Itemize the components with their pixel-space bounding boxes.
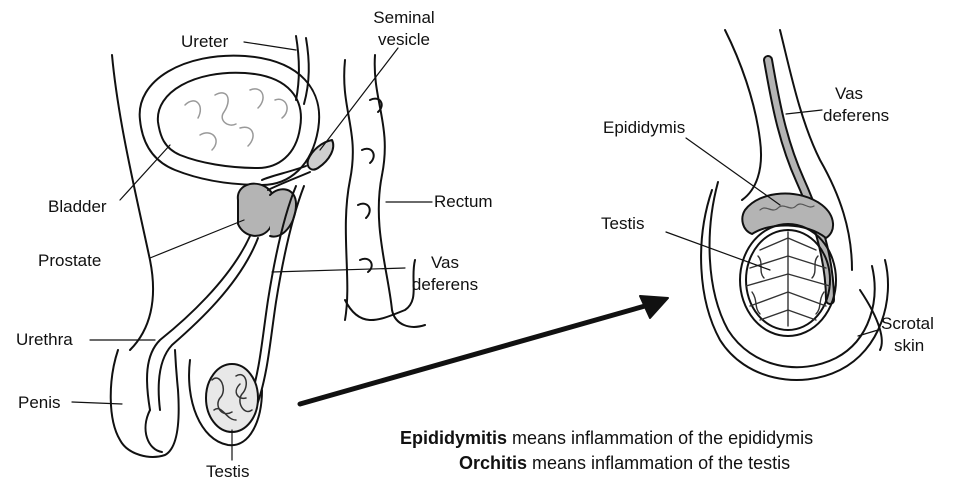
seminal-vesicle	[308, 140, 334, 170]
label-vas-deferens-right-line2: deferens	[823, 106, 889, 126]
body-outline	[112, 55, 153, 350]
label-vas-deferens-left-line2: deferens	[402, 275, 488, 295]
testis-left	[206, 364, 258, 432]
leader-seminal-vesicle	[320, 48, 398, 150]
leader-epididymis	[686, 138, 780, 205]
prostate	[238, 184, 276, 236]
caption-line-epididymitis: Epididymitis means inflammation of the e…	[400, 427, 813, 449]
caption-definition-epididymitis: means inflammation of the epididymis	[507, 428, 813, 448]
leader-prostate	[150, 220, 244, 258]
label-urethra: Urethra	[16, 330, 73, 350]
label-ureter: Ureter	[181, 32, 228, 52]
leader-vas-deferens-right	[786, 110, 822, 114]
label-seminal-vesicle-line1: Seminal	[362, 8, 446, 28]
epididymis	[742, 194, 833, 238]
caption-term-epididymitis: Epididymitis	[400, 428, 507, 448]
label-testis-left: Testis	[206, 462, 249, 482]
label-vas-deferens-left-line1: Vas	[402, 253, 488, 273]
label-bladder: Bladder	[48, 197, 107, 217]
label-rectum: Rectum	[434, 192, 493, 212]
label-prostate: Prostate	[38, 251, 101, 271]
label-scrotal-skin-line2: skin	[894, 336, 924, 356]
left-ureter	[296, 36, 299, 100]
caption-definition-orchitis: means inflammation of the testis	[527, 453, 790, 473]
caption-line-orchitis: Orchitis means inflammation of the testi…	[459, 452, 790, 474]
label-scrotal-skin-line1: Scrotal	[881, 314, 934, 334]
leader-penis	[72, 402, 122, 404]
label-seminal-vesicle-line2: vesicle	[362, 30, 446, 50]
caption-term-orchitis: Orchitis	[459, 453, 527, 473]
cord-outline-left	[725, 30, 761, 200]
rectum	[344, 60, 353, 320]
label-vas-deferens-right-line1: Vas	[835, 84, 863, 104]
label-testis-right: Testis	[601, 214, 644, 234]
bladder-inner	[158, 73, 301, 168]
label-penis: Penis	[18, 393, 61, 413]
zoom-arrow	[300, 304, 652, 404]
leader-ureter	[244, 42, 296, 50]
label-epididymis: Epididymis	[603, 118, 685, 138]
